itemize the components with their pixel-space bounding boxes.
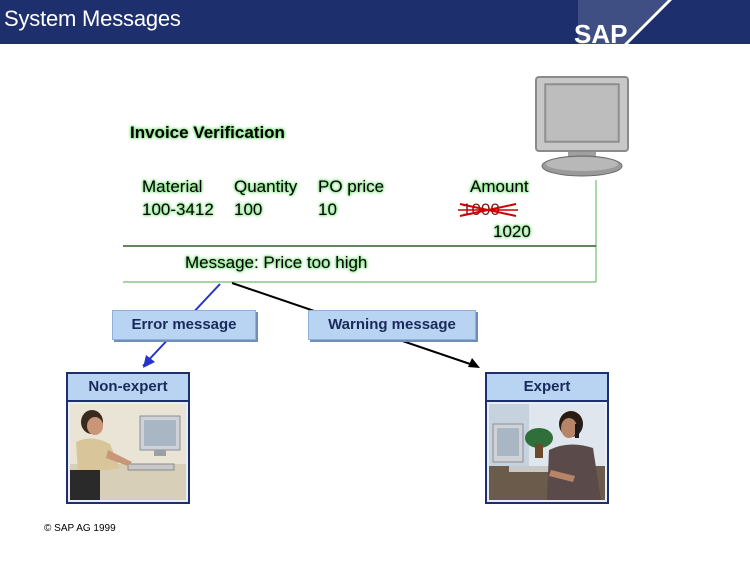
header-bar: System Messages SAP — [0, 0, 750, 44]
copyright-text: © SAP AG 1999 — [44, 523, 116, 534]
form-title: Invoice Verification — [130, 123, 285, 142]
col-po-price: PO price — [318, 177, 385, 196]
value-amount-new: 1020 — [493, 222, 531, 241]
value-material: 100-3412 — [142, 200, 214, 219]
message-text: Message: Price too high — [185, 253, 368, 272]
value-po-price: 10 — [318, 200, 337, 219]
expert-label: Expert — [487, 374, 607, 402]
nonexpert-label: Non-expert — [68, 374, 188, 402]
col-material: Material — [142, 177, 203, 196]
warning-message-label: Warning message — [308, 310, 476, 340]
value-quantity: 100 — [234, 200, 263, 219]
page-title: System Messages — [4, 6, 181, 31]
col-quantity: Quantity — [234, 177, 298, 196]
monitor-icon — [535, 76, 629, 177]
col-amount: Amount — [470, 177, 529, 196]
strikethrough-mark — [458, 203, 518, 217]
error-message-label: Error message — [112, 310, 256, 340]
sap-logo-text: SAP — [574, 19, 627, 44]
expert-box: Expert — [485, 372, 609, 504]
nonexpert-box: Non-expert — [66, 372, 190, 504]
nonexpert-photo — [70, 404, 186, 500]
expert-photo — [489, 404, 605, 500]
sap-logo: SAP — [574, 0, 672, 44]
